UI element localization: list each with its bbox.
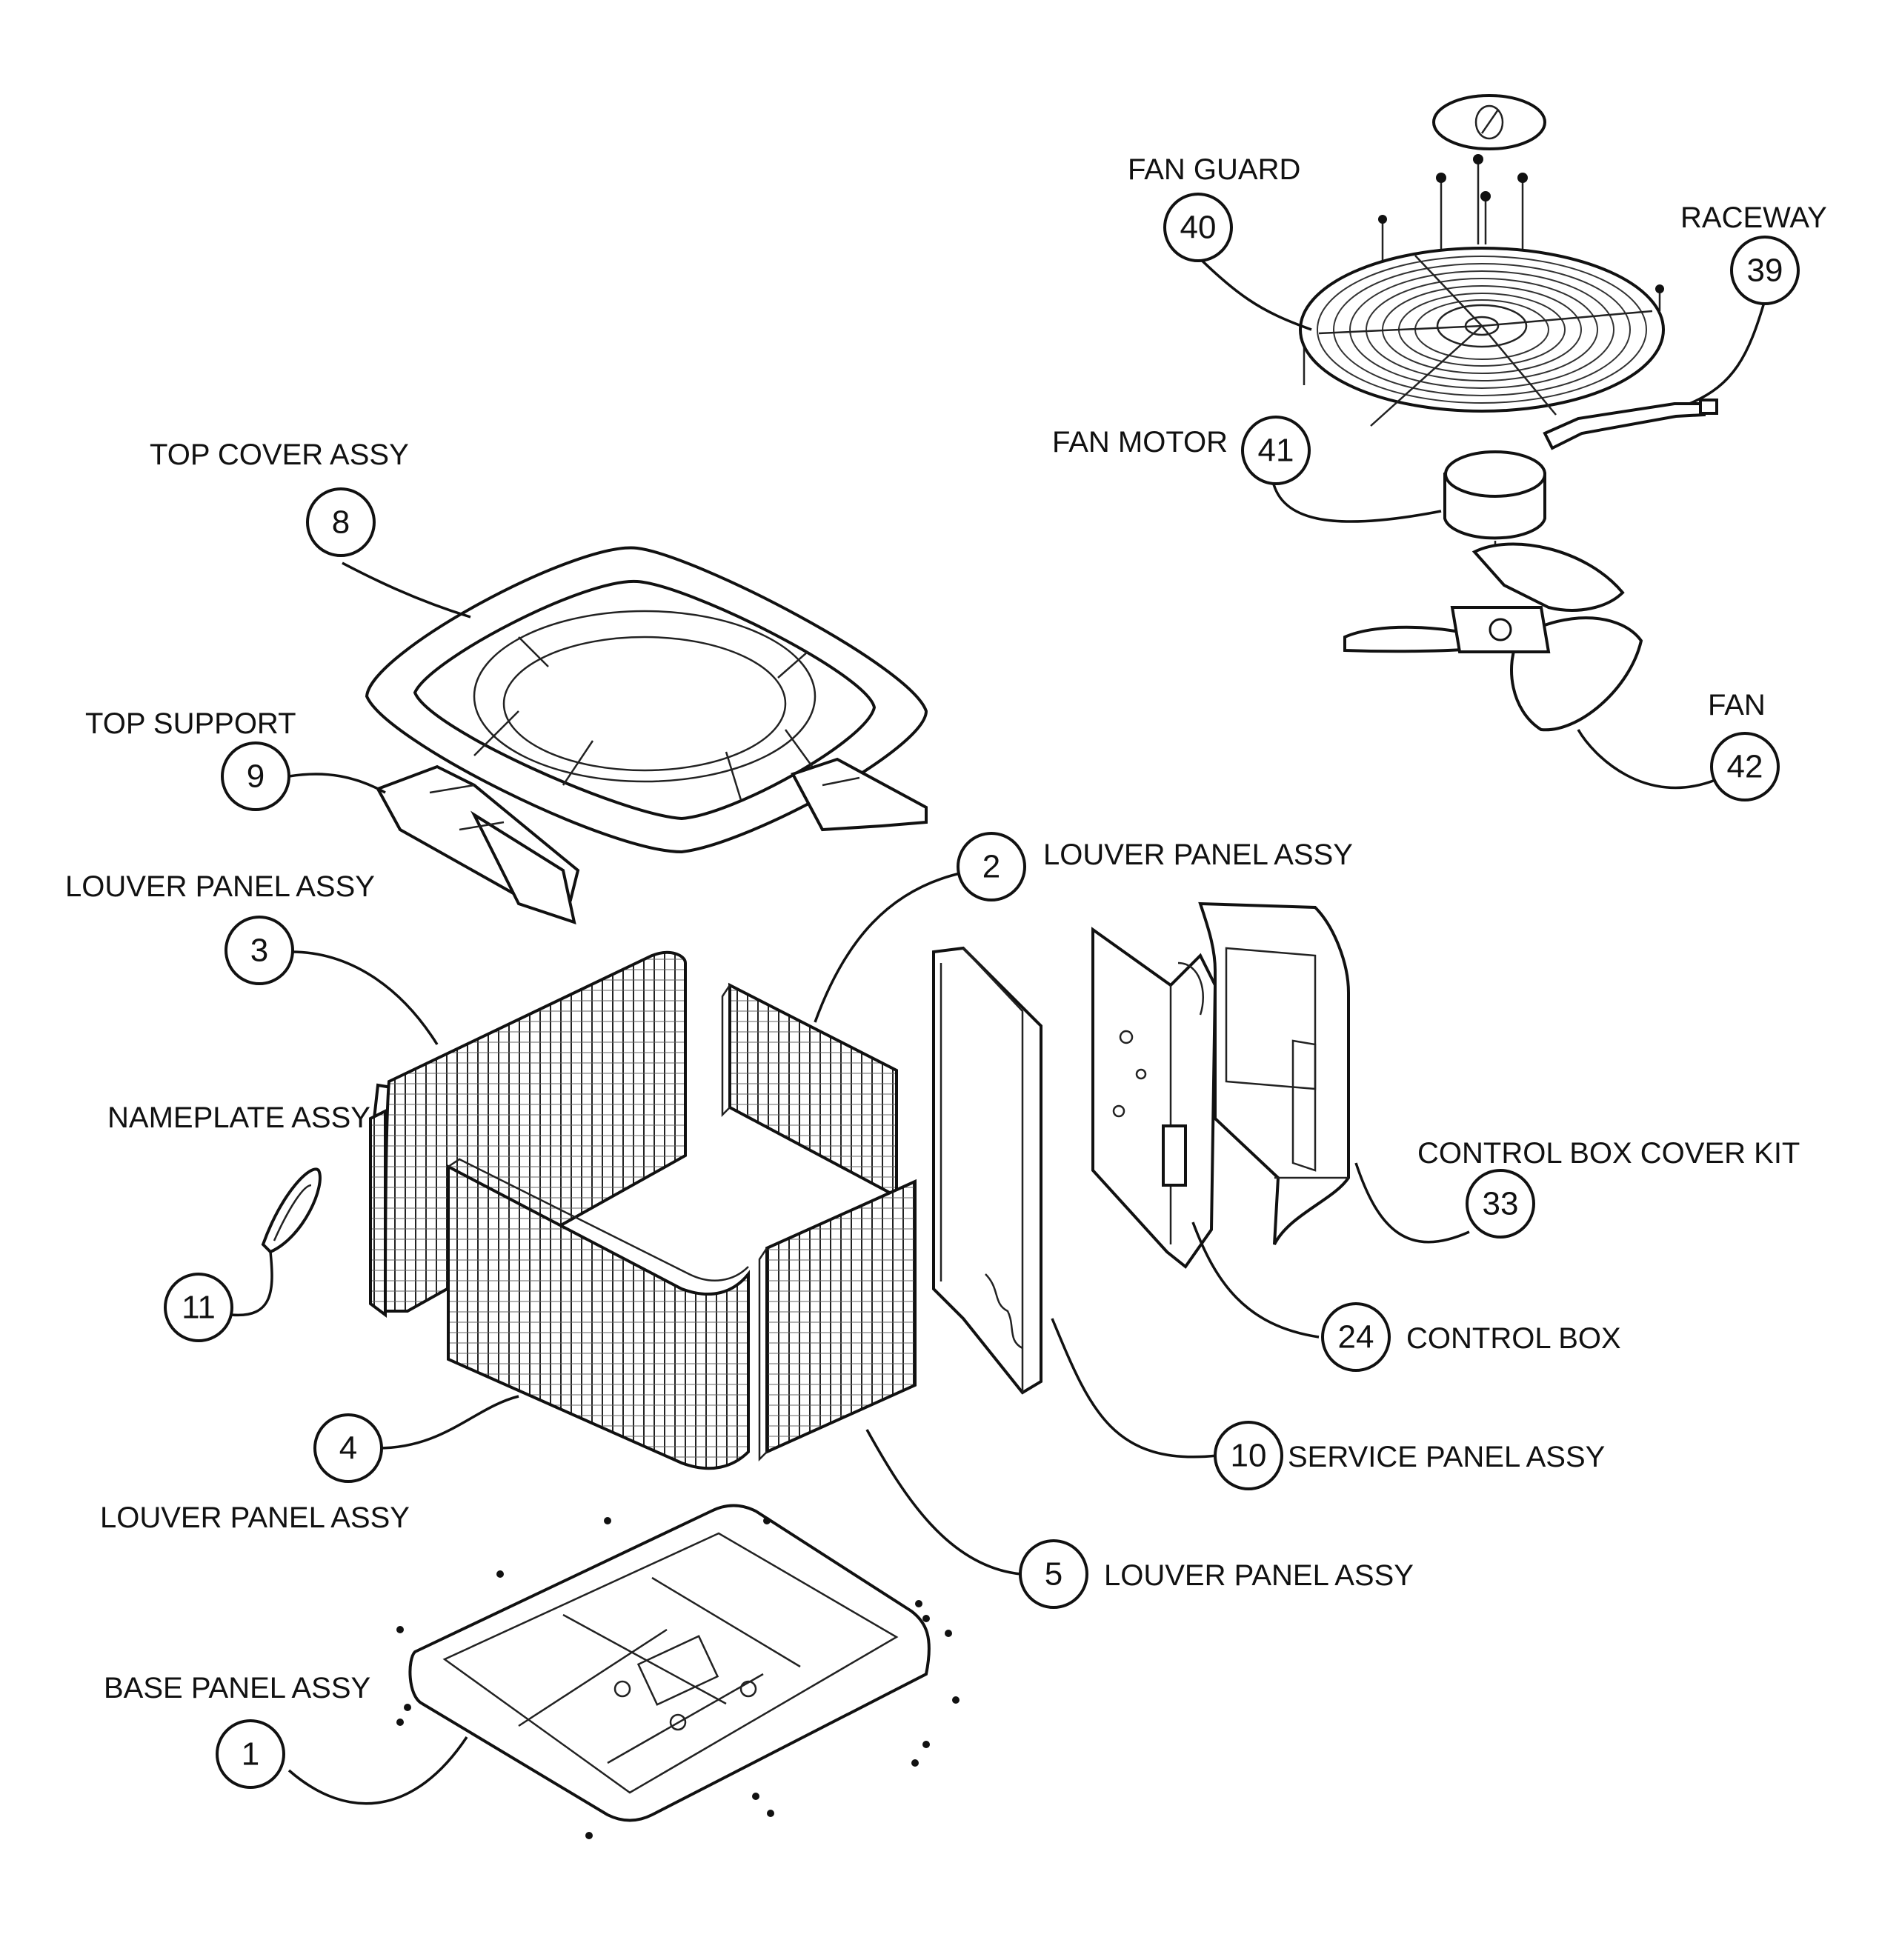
callout-11: 11 NAMEPLATE ASSY [107,1101,370,1342]
callout-label: FAN MOTOR [1052,426,1228,459]
louver-panel-4 [447,1158,750,1470]
callout-number: 4 [339,1430,357,1467]
callout-2: 2 LOUVER PANEL ASSY [957,832,1353,901]
callout-39: 39 RACEWAY [1680,201,1827,305]
callout-bubble [313,1413,383,1483]
leader-lines [230,243,1766,1805]
callout-bubble [1163,193,1233,262]
callout-label: FAN GUARD [1128,153,1300,186]
callout-number: 40 [1180,210,1217,246]
callout-1: 1 BASE PANEL ASSY [104,1672,370,1789]
callout-bubble [225,916,294,985]
callout-number: 41 [1258,433,1294,469]
callout-label: TOP SUPPORT [85,707,296,740]
callout-8: 8 TOP COVER ASSY [150,439,409,557]
callout-number: 39 [1747,253,1783,289]
callout-41: 41 FAN MOTOR [1052,416,1311,485]
callout-number: 33 [1483,1186,1519,1222]
callout-bubble [1710,732,1780,801]
fan-guard-cap [1432,94,1546,150]
control-box [1091,927,1217,1269]
service-panel [932,946,1042,1395]
callout-10: 10 SERVICE PANEL ASSY [1214,1421,1605,1490]
callout-label: TOP COVER ASSY [150,439,409,471]
callout-label: CONTROL BOX [1406,1322,1621,1355]
nameplate [261,1167,322,1254]
callout-bubble [1214,1421,1283,1490]
callout-3: 3 LOUVER PANEL ASSY [65,870,375,985]
top-cover [365,546,928,854]
callout-bubble [306,487,376,557]
callout-bubble [1466,1169,1535,1239]
callout-bubble [1730,236,1800,305]
callout-label: SERVICE PANEL ASSY [1288,1441,1605,1473]
fan-blades [1343,542,1643,732]
fan-guard-grille [1299,247,1665,427]
callout-number: 10 [1231,1438,1267,1474]
callout-bubble [164,1273,233,1342]
callout-label: LOUVER PANEL ASSY [100,1501,410,1534]
callout-4: 4 LOUVER PANEL ASSY [100,1413,410,1534]
callout-label: CONTROL BOX COVER KIT [1417,1137,1800,1170]
callout-label: NAMEPLATE ASSY [107,1101,370,1134]
callout-42: 42 FAN [1708,689,1780,801]
callout-number: 24 [1338,1319,1374,1356]
callout-number: 42 [1727,749,1763,785]
callout-number: 3 [250,933,268,969]
callout-bubble [1019,1539,1088,1609]
callout-number: 8 [332,504,350,541]
louver-panel-2 [721,982,898,1199]
callout-9: 9 TOP SUPPORT [85,707,296,811]
callout-24: 24 CONTROL BOX [1321,1302,1621,1372]
callout-number: 11 [182,1290,216,1326]
base-panel-screws [396,1517,960,1839]
callout-number: 9 [247,759,265,795]
callout-label: BASE PANEL ASSY [104,1672,370,1704]
callout-label: LOUVER PANEL ASSY [1043,839,1353,871]
callout-bubble [957,832,1026,901]
callout-label: LOUVER PANEL ASSY [65,870,375,903]
callout-33: 33 CONTROL BOX COVER KIT [1417,1137,1800,1239]
callout-5: 5 LOUVER PANEL ASSY [1019,1539,1414,1609]
louver-panel-5 [758,1179,917,1462]
callout-bubble [216,1719,285,1789]
callout-number: 2 [982,849,1000,885]
base-panel [408,1504,931,1822]
callout-number: 5 [1045,1556,1062,1593]
callout-40: 40 FAN GUARD [1128,153,1300,262]
fan-motor [1443,450,1546,570]
callout-bubble [221,741,290,811]
callout-number: 1 [242,1736,259,1773]
callout-bubble [1321,1302,1391,1372]
callout-label: FAN [1708,689,1766,721]
callout-bubble [1241,416,1311,485]
raceway [1543,399,1718,450]
control-box-cover [1198,901,1350,1245]
top-support [376,757,928,925]
callout-label: RACEWAY [1680,201,1827,234]
callout-label: LOUVER PANEL ASSY [1104,1559,1414,1592]
